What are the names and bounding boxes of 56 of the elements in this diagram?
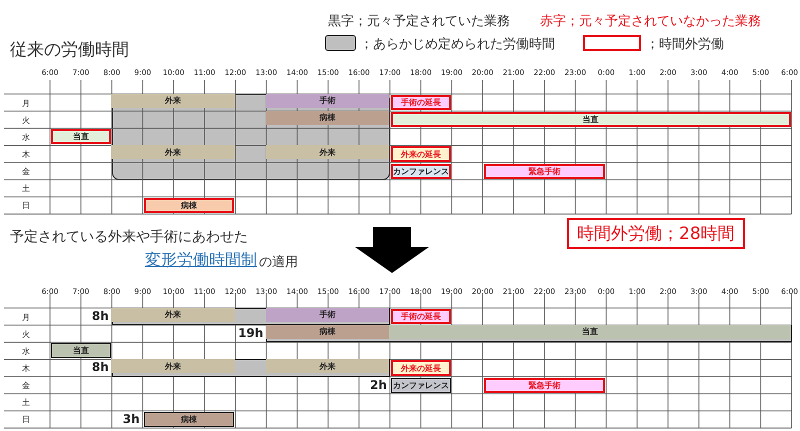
- day-label: 金: [22, 166, 30, 178]
- task-bar: 当直: [51, 129, 111, 144]
- task-bar: 外来: [111, 358, 235, 374]
- task-bar: 緊急手術: [484, 164, 606, 179]
- task-bar: 当直: [389, 324, 792, 339]
- day-label: 火: [22, 114, 30, 126]
- task-bar: 外来: [266, 144, 390, 160]
- day-label: 日: [22, 414, 30, 426]
- task-bar: 外来: [111, 308, 235, 322]
- hours-label: 2h: [370, 378, 387, 393]
- legend-text: ；時間外労働: [646, 36, 724, 53]
- task-bar: 当直: [51, 343, 111, 358]
- task-bar: 外来: [111, 94, 235, 108]
- day-label: 火: [22, 328, 30, 340]
- task-bar: 外来: [266, 358, 390, 374]
- task-bar: 緊急手術: [484, 378, 606, 393]
- task-bar: 外来: [111, 144, 235, 160]
- task-bar: 病棟: [144, 198, 234, 214]
- task-bar: 外来の延長: [390, 360, 451, 376]
- hours-label: 8h: [92, 309, 109, 324]
- task-bar: 病棟: [144, 412, 234, 428]
- task-bar: カンファレンス: [390, 378, 451, 393]
- task-bar: 病棟: [266, 110, 390, 125]
- day-label: 木: [22, 148, 30, 160]
- hours-label: 8h: [92, 360, 109, 376]
- work-hours-block: [266, 325, 792, 342]
- overtime-total: 時間外労働；28時間: [567, 218, 745, 249]
- day-label: 月: [22, 312, 30, 322]
- work-hours-block: [112, 94, 390, 180]
- caption-text: 予定されている外来や手術にあわせた: [10, 228, 248, 246]
- task-bar: 病棟: [266, 324, 390, 339]
- legend-note: 赤字；元々予定されていなかった業務: [540, 13, 761, 30]
- day-label: 土: [22, 183, 30, 194]
- day-label: 水: [22, 132, 30, 143]
- work-hours-block: [112, 359, 390, 377]
- task-bar: 手術の延長: [390, 95, 451, 110]
- day-label: 月: [22, 98, 30, 108]
- day-label: 土: [22, 397, 30, 408]
- task-bar: カンファレンス: [390, 164, 451, 179]
- day-label: 水: [22, 346, 30, 357]
- task-bar: 当直: [390, 112, 791, 128]
- page-title: 従来の労働時間: [10, 39, 129, 61]
- task-bar: 手術の延長: [390, 309, 451, 324]
- caption-text: の適用: [259, 254, 298, 271]
- day-label: 日: [22, 200, 30, 212]
- legend-note: 黒字；元々予定されていた業務: [328, 13, 510, 30]
- link-text: 変形労働時間制: [145, 250, 257, 271]
- legend-text: ；あらかじめ定められた労働時間: [360, 36, 555, 53]
- hours-label: 3h: [122, 412, 140, 428]
- day-label: 木: [22, 362, 30, 374]
- work-hours-block: [112, 308, 390, 326]
- task-bar: 外来の延長: [390, 146, 451, 162]
- task-bar: 手術: [266, 308, 390, 322]
- task-bar: 手術: [266, 94, 390, 108]
- hours-label: 19h: [238, 326, 264, 342]
- day-label: 金: [22, 380, 30, 392]
